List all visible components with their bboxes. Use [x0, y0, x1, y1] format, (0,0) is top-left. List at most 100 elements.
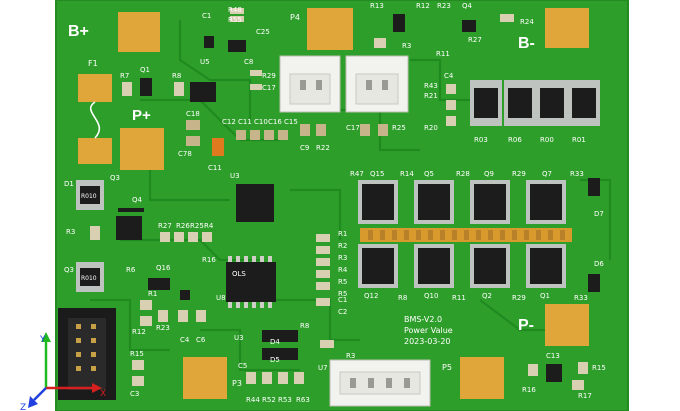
ref-label-r3: R3: [346, 352, 355, 360]
ref-label-c3: C3: [130, 390, 139, 398]
ref-label-c12: C12: [222, 118, 236, 126]
pcb-outline: [55, 0, 629, 411]
board-date: 2023-03-20: [404, 337, 451, 346]
ref-label-r3: R3: [402, 42, 411, 50]
smd-components: [90, 8, 600, 390]
ref-label-d4: D4: [270, 338, 280, 346]
p4-label: P4: [290, 13, 300, 22]
connector-top-right: [345, 55, 409, 113]
ref-label-q9: Q9: [484, 170, 494, 178]
ref-label-r7: R7: [120, 72, 129, 80]
ref-label-c17: C17: [262, 84, 276, 92]
f1-pad-top: [78, 74, 112, 102]
ref-label-q5: Q5: [424, 170, 434, 178]
axis-z-label: Z: [20, 403, 26, 411]
ref-label-c11: C11: [208, 164, 222, 172]
ref-label-c6: C6: [196, 336, 206, 344]
ref-label-r8: R8: [398, 294, 407, 302]
ref-label-c1: C1: [338, 296, 347, 304]
ref-label-q12: Q12: [364, 292, 378, 300]
ref-label-r11: R11: [436, 50, 450, 58]
board-name: BMS-V2.0: [404, 315, 442, 324]
ref-label-q1: Q1: [540, 292, 550, 300]
ref-label-u8: U8: [216, 294, 226, 302]
ref-label-r23: R23: [156, 324, 170, 332]
q3-marking: R010: [81, 275, 97, 282]
ref-label-r00: R00: [540, 136, 554, 144]
ref-label-r11: R11: [452, 294, 466, 302]
ref-label-q4: Q4: [462, 2, 473, 10]
ref-label-c17: C17: [346, 124, 360, 132]
ref-label-u7: U7: [318, 364, 328, 372]
ref-label-q15: Q15: [370, 170, 384, 178]
ref-label-q3: Q3: [110, 174, 120, 182]
ref-label-r27: R27: [158, 222, 172, 230]
ref-label-c10: C10: [254, 118, 268, 126]
ref-label-r25: R25: [392, 124, 406, 132]
ref-label-r55: R55: [228, 16, 242, 24]
ref-label-c13: C13: [546, 352, 560, 360]
ref-label-q16: Q16: [156, 264, 171, 272]
ref-label-r27: R27: [468, 36, 482, 44]
u3-qfn-ic: [236, 184, 274, 222]
ref-label-q1: Q1: [140, 66, 150, 74]
ref-label-r01: R01: [572, 136, 586, 144]
ref-label-r14: R14: [400, 170, 414, 178]
ref-label-r43: R43: [424, 82, 438, 90]
b-plus-pad: [118, 12, 160, 52]
ref-label-c5: C5: [238, 362, 247, 370]
ref-label-r33: R33: [574, 294, 588, 302]
ref-label-u3: U3: [230, 172, 240, 180]
ref-label-r3: R3: [66, 228, 75, 236]
connector-top-left: [279, 55, 341, 113]
b-minus-label: B-: [518, 35, 535, 52]
ref-label-r17: R17: [578, 392, 592, 400]
ref-label-r16: R16: [202, 256, 216, 264]
ref-label-c78: C78: [178, 150, 192, 158]
p-minus-pad: [545, 304, 589, 346]
ref-label-r47: R47: [350, 170, 364, 178]
ref-label-r5: R5: [338, 290, 347, 298]
ref-label-d5: D5: [270, 356, 280, 364]
ref-label-r29: R29: [512, 294, 526, 302]
ref-label-d1: D1: [64, 180, 74, 188]
axis-x-label: X: [100, 389, 106, 399]
box-header-connector: [58, 308, 116, 400]
ref-label-q3: Q3: [64, 266, 74, 274]
ref-label-c15: C15: [284, 118, 298, 126]
ref-label-r52: R52: [262, 396, 276, 404]
ref-label-r3: R3: [338, 254, 347, 262]
ref-label-r23: R23: [437, 2, 451, 10]
ref-label-c2: C2: [338, 308, 347, 316]
u8-marking: OLS: [232, 270, 246, 278]
ref-label-q2: Q2: [482, 292, 492, 300]
ref-label-r12: R12: [416, 2, 430, 10]
ref-label-r4: R4: [338, 266, 348, 274]
ref-label-c25: C25: [256, 28, 270, 36]
ref-label-r22: R22: [316, 144, 330, 152]
ref-label-r63: R63: [296, 396, 310, 404]
d1-marking: R010: [81, 193, 97, 200]
p5-label: P5: [442, 363, 452, 372]
ref-label-r29: R29: [262, 72, 276, 80]
axis-triad: Y X Z: [20, 332, 106, 411]
b-minus-pad: [545, 8, 589, 48]
f1-label: F1: [88, 59, 98, 68]
ref-label-u3: U3: [234, 334, 244, 342]
ref-label-r21: R21: [424, 92, 438, 100]
ref-label-r24: R24: [520, 18, 534, 26]
ref-label-r12: R12: [132, 328, 146, 336]
ref-label-c8: C8: [244, 58, 253, 66]
p4-pad: [307, 8, 353, 50]
ref-label-r4: R4: [204, 222, 214, 230]
ref-label-r15: R15: [130, 350, 144, 358]
ref-label-r33: R33: [570, 170, 584, 178]
p3-pad: [183, 357, 227, 399]
ref-label-c4: C4: [180, 336, 190, 344]
ref-label-q10: Q10: [424, 292, 438, 300]
ref-label-r13: R13: [370, 2, 384, 10]
p-plus-label: P+: [132, 107, 151, 124]
ref-label-c1: C1: [202, 12, 211, 20]
mosfet-array: [358, 180, 572, 288]
